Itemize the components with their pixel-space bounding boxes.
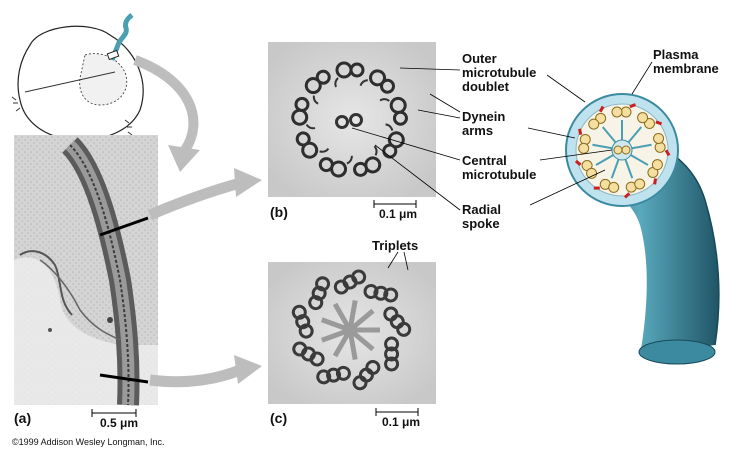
label-plasma-line1: Plasma xyxy=(653,48,719,62)
doublet-b-tubule xyxy=(612,107,622,117)
label-dynein-line1: Dynein xyxy=(462,110,505,124)
micrograph-axoneme xyxy=(268,42,436,197)
micrograph-basal-body xyxy=(268,262,436,404)
scale-label-c: 0.1 μm xyxy=(382,415,420,429)
label-central-line1: Central xyxy=(462,154,536,168)
arrow-to-b xyxy=(150,183,240,215)
label-triplets: Triplets xyxy=(372,239,418,253)
scale-label-a: 0.5 μm xyxy=(100,416,138,430)
label-outer-doublet: Outer microtubule doublet xyxy=(462,52,536,94)
dynein-arm xyxy=(656,122,662,124)
doublet-b-tubule xyxy=(635,179,645,189)
doublet-b-tubule xyxy=(652,160,662,170)
label-dynein-line2: arms xyxy=(462,124,505,138)
panel-letter-c: (c) xyxy=(270,410,287,426)
doublet-a-tubule xyxy=(580,134,590,144)
label-outer-doublet-line2: microtubule xyxy=(462,66,536,80)
label-outer-doublet-line3: doublet xyxy=(462,80,536,94)
central-microtubule-left xyxy=(614,146,622,154)
cell-sketch xyxy=(12,26,143,140)
doublet-b-tubule xyxy=(587,168,597,178)
panel-letter-b: (b) xyxy=(270,204,288,220)
label-outer-doublet-line1: Outer xyxy=(462,52,536,66)
cilium-end-ellipse xyxy=(639,340,715,364)
doublet-b-tubule xyxy=(654,133,664,143)
dynein-arm xyxy=(580,129,581,135)
scale-label-b: 0.1 μm xyxy=(379,207,417,221)
label-radial-spoke: Radial spoke xyxy=(462,203,501,231)
micrograph-longitudinal xyxy=(14,135,158,405)
central-microtubule-right xyxy=(622,146,630,154)
label-radial-line1: Radial xyxy=(462,203,501,217)
doublet-b-tubule xyxy=(609,182,619,192)
copyright-notice: ©1999 Addison Wesley Longman, Inc. xyxy=(12,437,165,447)
label-plasma-line2: membrane xyxy=(653,62,719,76)
doublet-b-tubule xyxy=(589,119,599,129)
label-central-line2: microtubule xyxy=(462,168,536,182)
cilium-illustration xyxy=(566,94,719,364)
panel-letter-a: (a) xyxy=(14,410,31,426)
label-dynein-arms: Dynein arms xyxy=(462,110,505,138)
dynein-arm xyxy=(630,105,636,107)
label-plasma-membrane: Plasma membrane xyxy=(653,48,719,76)
doublet-b-tubule xyxy=(579,143,589,153)
doublet-a-tubule xyxy=(655,142,665,152)
label-radial-line2: spoke xyxy=(462,217,501,231)
doublet-b-tubule xyxy=(638,113,648,123)
label-central-microtubule: Central microtubule xyxy=(462,154,536,182)
arrow-to-c xyxy=(150,370,240,382)
dynein-arm xyxy=(655,178,656,184)
